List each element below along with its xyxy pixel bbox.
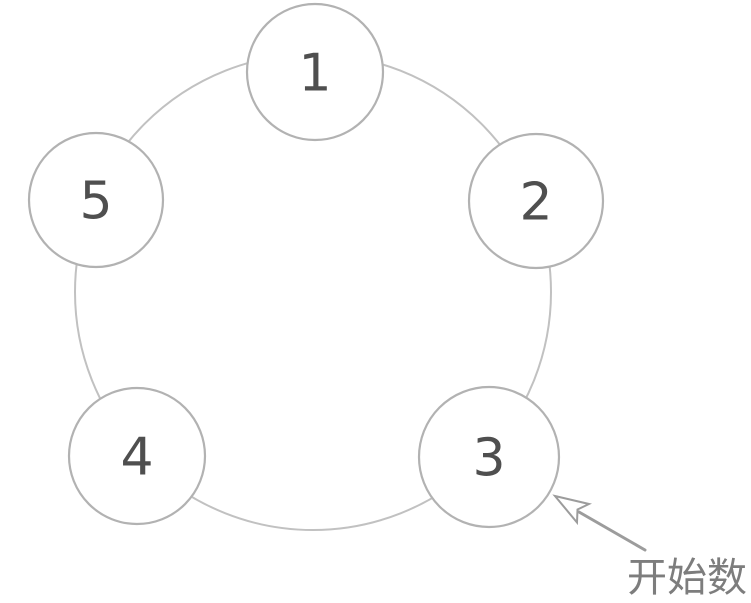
node-3-label: 3 xyxy=(472,429,505,489)
node-5: 5 xyxy=(27,131,165,269)
node-4-circle xyxy=(67,386,207,526)
node-4: 4 xyxy=(67,386,207,526)
node-1-circle xyxy=(245,2,385,142)
arrow-head-icon xyxy=(552,494,592,526)
node-2-circle xyxy=(467,132,605,270)
annotation-arrow xyxy=(552,494,647,552)
node-3-circle xyxy=(417,385,561,529)
annotation-label: 开始数 xyxy=(627,555,747,601)
node-5-circle xyxy=(27,131,165,269)
node-1-label: 1 xyxy=(298,44,331,104)
node-2: 2 xyxy=(467,132,605,270)
node-3: 3 xyxy=(417,385,561,529)
node-2-label: 2 xyxy=(519,173,552,233)
node-5-label: 5 xyxy=(79,172,112,232)
node-1: 1 xyxy=(245,2,385,142)
node-4-label: 4 xyxy=(120,428,153,488)
arrow-line xyxy=(577,510,647,552)
